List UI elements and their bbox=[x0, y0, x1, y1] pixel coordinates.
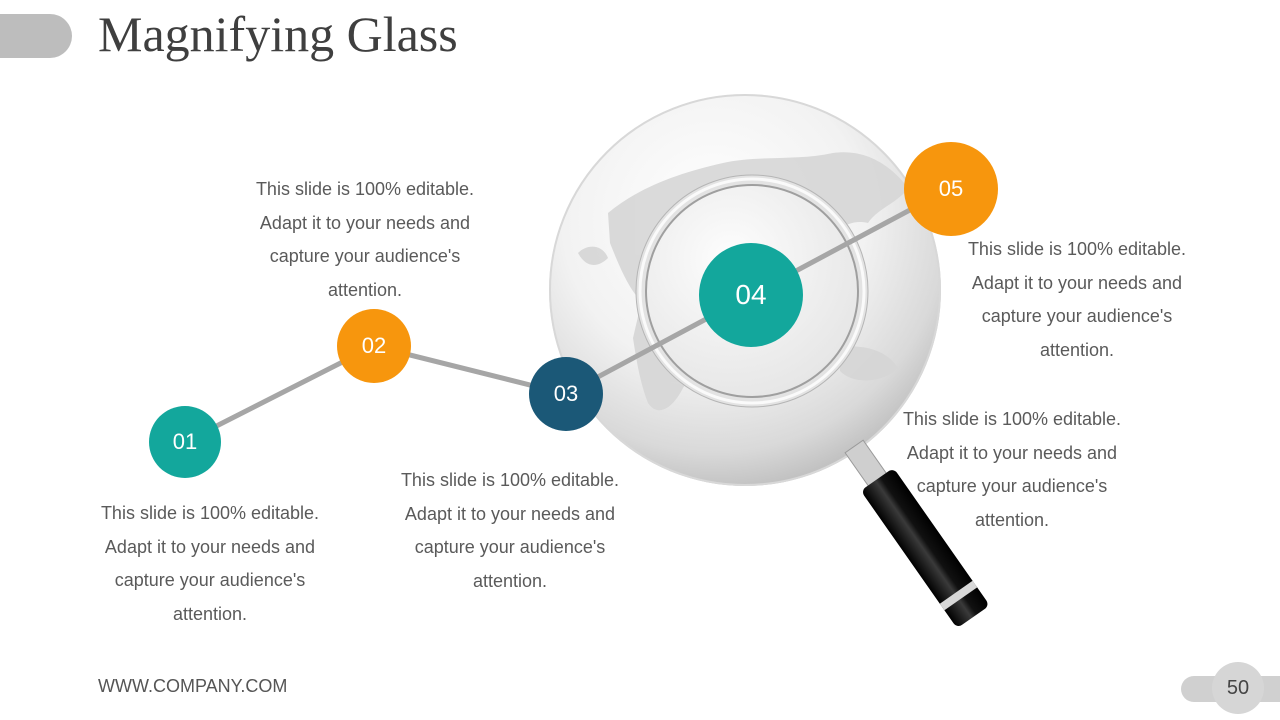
step-number: 04 bbox=[735, 279, 767, 310]
step-number: 01 bbox=[172, 429, 198, 454]
step-number: 03 bbox=[553, 381, 579, 406]
step-number: 05 bbox=[938, 176, 964, 201]
magnifying-glass-icon bbox=[635, 174, 988, 626]
step-description-02: This slide is 100% editable. Adapt it to… bbox=[255, 179, 475, 300]
step-node-04: 04 bbox=[699, 243, 803, 347]
step-node-03: 03 bbox=[529, 357, 603, 431]
title-accent-tab bbox=[0, 14, 72, 58]
page-title: Magnifying Glass bbox=[98, 6, 458, 62]
step-number: 02 bbox=[361, 333, 387, 358]
step-node-02: 02 bbox=[337, 309, 411, 383]
footer-url: WWW.COMPANY.COM bbox=[98, 676, 288, 696]
step-description-01: This slide is 100% editable. Adapt it to… bbox=[100, 503, 320, 624]
step-description-05: This slide is 100% editable. Adapt it to… bbox=[967, 239, 1187, 360]
step-node-05: 05 bbox=[904, 142, 998, 236]
step-description-04: This slide is 100% editable. Adapt it to… bbox=[902, 409, 1122, 530]
step-node-01: 01 bbox=[149, 406, 221, 478]
step-description-03: This slide is 100% editable. Adapt it to… bbox=[400, 470, 620, 591]
page-number: 50 bbox=[1212, 662, 1264, 714]
